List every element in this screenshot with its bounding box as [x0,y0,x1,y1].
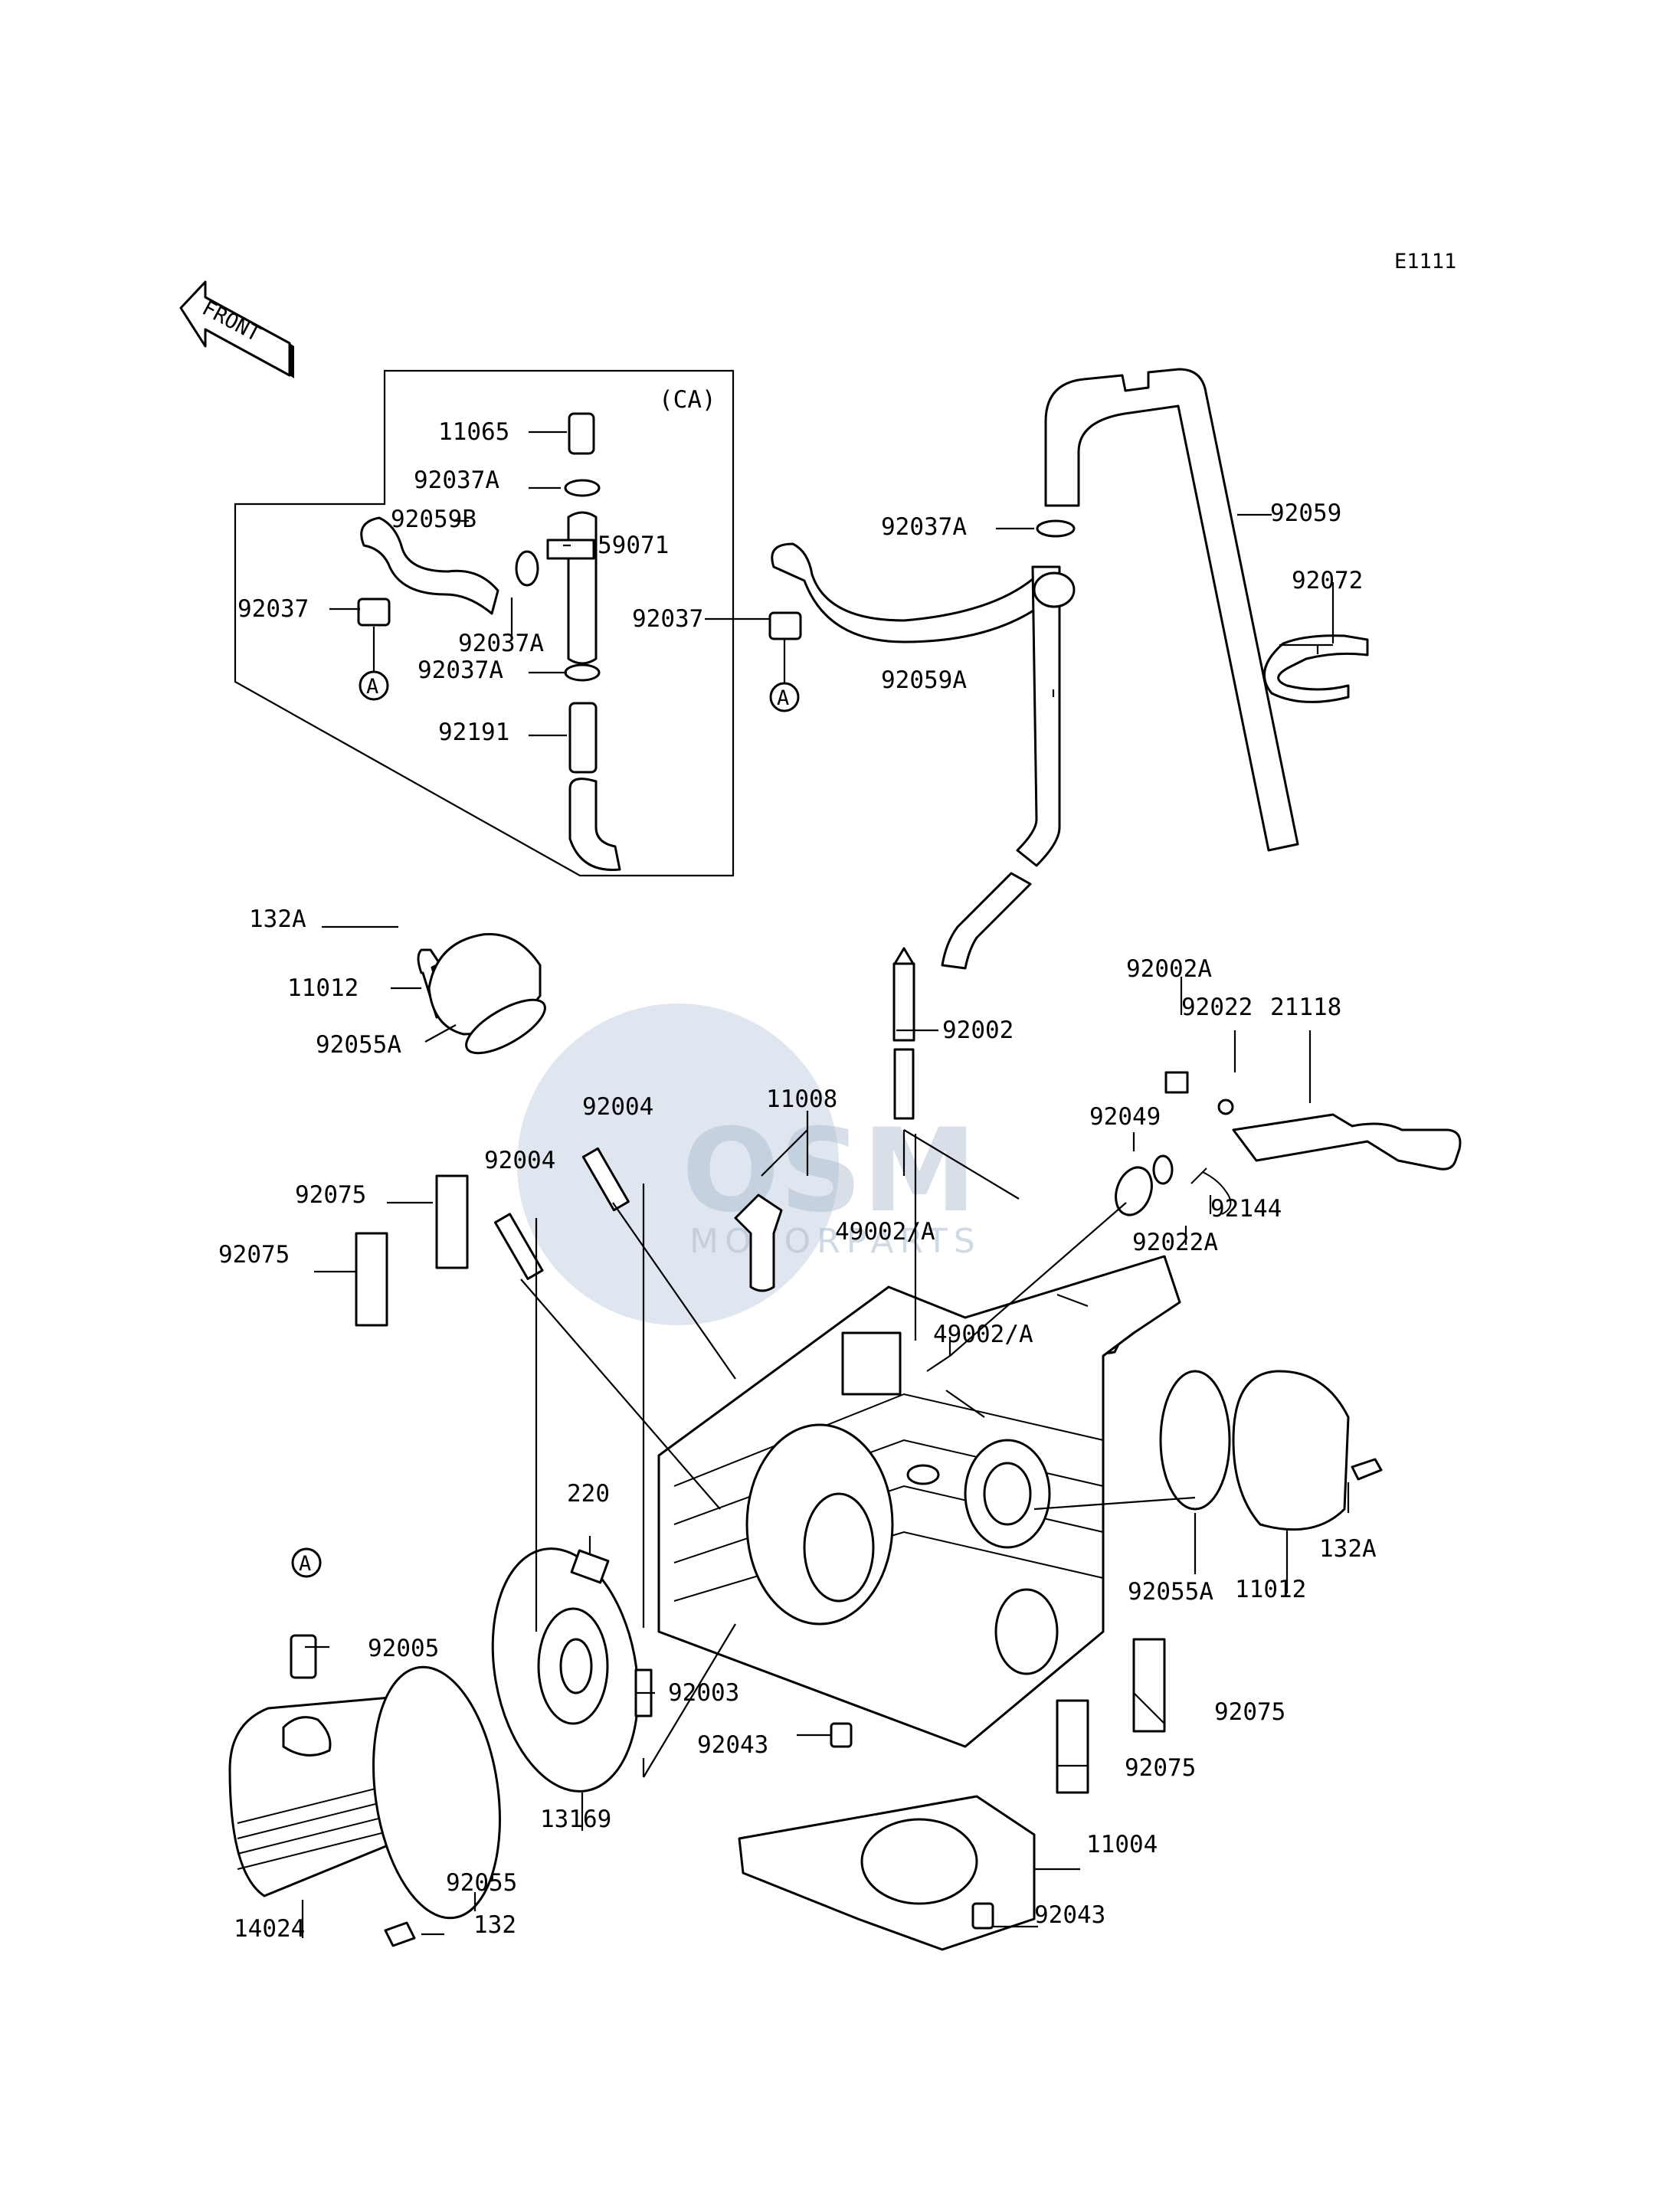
stud-11008 [893,1048,915,1120]
callout-a-upper [769,682,800,712]
ca-inset-frame [234,369,735,877]
band-92072 [1262,634,1369,703]
label-92037: 92037 [632,605,703,633]
label-132A: 132A [1319,1535,1377,1563]
label-220: 220 [567,1480,610,1508]
label-92043: 92043 [697,1731,768,1759]
spacers-92075 [355,1174,1166,1794]
label-92049: 92049 [1089,1103,1161,1131]
bolt-132 [384,1921,416,1947]
stud-92004-lower [493,1213,544,1280]
label-11012: 11012 [1235,1576,1306,1603]
callout-circles: A A A [291,670,800,1578]
label-11012: 11012 [287,974,359,1002]
label-92022: 92022 [1181,994,1253,1021]
label-92055A: 92055A [1128,1578,1213,1606]
dowel-92043-upper [830,1722,853,1748]
bolt-220 [570,1549,610,1584]
label-11004: 11004 [1086,1831,1158,1858]
label-59071: 59071 [598,532,669,559]
label-92055: 92055 [446,1869,517,1897]
label-11008: 11008 [766,1085,837,1113]
lever-21118 [1232,1113,1462,1171]
label-92037: 92037 [237,595,309,623]
clip-92037-icon [357,598,391,627]
label-132A: 132A [249,905,306,933]
hose-92059A [1016,565,1061,867]
label-92002A: 92002A [1126,955,1212,983]
label-92075: 92075 [218,1241,290,1269]
inset-parts [357,412,621,871]
label-92037A: 92037A [414,467,499,494]
washer-92022 [1217,1098,1234,1115]
label-92059B: 92059B [391,506,476,533]
label-92055A: 92055A [316,1031,401,1059]
watermark: OSM MOTORPARTS [517,1004,981,1325]
label-49002A: 49002/A [835,1218,935,1246]
label-13169: 13169 [540,1806,611,1833]
breather-hoses [768,368,1369,970]
spring-92144 [1190,1167,1232,1215]
cap-11012-right [1159,1370,1383,1531]
bolt-132A-right [1351,1458,1383,1481]
label-92037A: 92037A [458,630,544,657]
watermark-text: OSM [682,1105,977,1238]
callout-a-inset [359,670,389,701]
label-92004: 92004 [582,1093,653,1121]
watermark-subtext: MOTORPARTS [689,1222,981,1261]
fitting-92005 [290,1634,317,1679]
callout-a-cover [291,1547,322,1578]
stud-92004-upper [581,1147,630,1212]
label-92075: 92075 [1214,1698,1285,1726]
plate-13169 [491,1547,653,1793]
label-92144: 92144 [1210,1195,1282,1223]
label-21118: 21118 [1270,994,1341,1021]
cap-11012-upper [417,933,546,1055]
bolt-92002A [1164,1071,1189,1094]
label-14024: 14024 [234,1915,305,1943]
label-132: 132 [473,1911,516,1939]
valve-49002A-upper [734,1193,783,1292]
label-92005: 92005 [368,1635,439,1662]
label-92003: 92003 [668,1679,739,1707]
label-92075: 92075 [295,1181,366,1209]
label-92004: 92004 [484,1147,555,1174]
label-92002: 92002 [942,1017,1014,1044]
label-92059: 92059 [1270,499,1341,527]
diagram-code: E1111 [1394,250,1456,273]
part-92191 [568,702,598,774]
ca-inset-label: (CA) [659,386,716,414]
label-11065: 11065 [438,418,509,446]
gasket-92055A [1159,1370,1231,1511]
label-92037A: 92037A [418,656,503,684]
cylinder-head [657,1255,1181,1748]
label-92191: 92191 [438,719,509,746]
label-92043: 92043 [1034,1901,1105,1929]
label-49002A: 49002/A [933,1321,1033,1348]
part-labels: 11065 92037A 92059B 59071 92037 92037A 9… [218,418,1377,1943]
gasket-11004 [738,1722,1036,1951]
hose-92059A-upper [771,542,1055,643]
svg-text:A: A [777,686,789,710]
gasket-92055 [372,1665,501,1920]
label-92059A: 92059A [881,666,967,694]
svg-text:A: A [299,1552,311,1576]
dowel-92043-lower [971,1902,994,1930]
hose-92059 [1044,368,1299,852]
bolt-92002 [892,962,915,1042]
part-11065 [568,412,595,455]
label-92037A: 92037A [881,513,967,541]
part-59071 [567,511,598,665]
washer-92022A [1152,1154,1174,1185]
label-92072: 92072 [1292,567,1363,594]
hose-92059B [360,516,499,615]
svg-text:A: A [366,675,378,699]
front-arrow-icon: FRONT [179,280,294,378]
clip-92037A-icon [564,479,601,497]
label-92075: 92075 [1125,1754,1196,1782]
label-92022A: 92022A [1132,1229,1218,1256]
